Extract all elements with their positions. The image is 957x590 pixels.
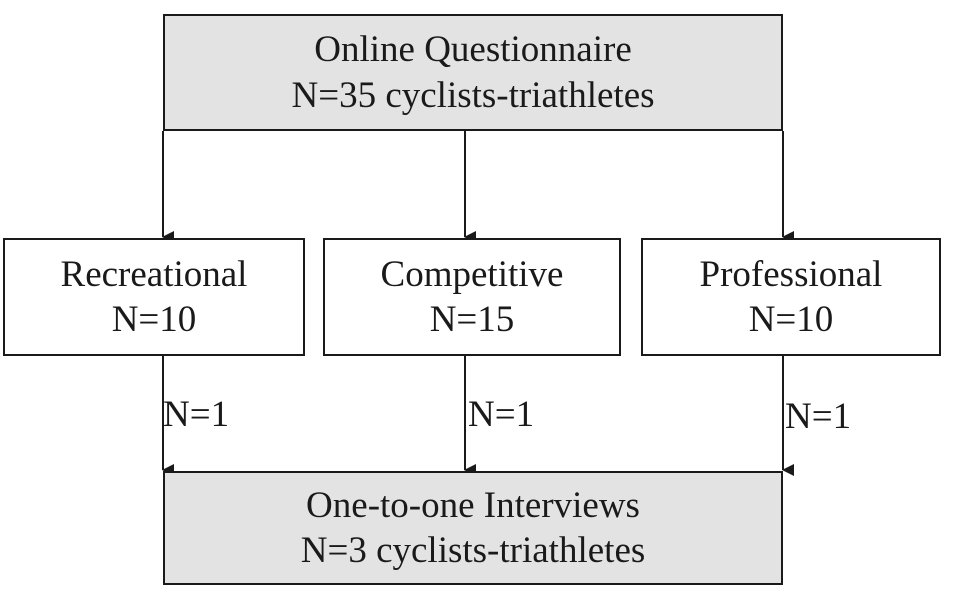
recreational-title: Recreational xyxy=(60,253,248,295)
interviews-box: One-to-one Interviews N=3 cyclists-triat… xyxy=(163,471,783,585)
edge-label-recreational: N=1 xyxy=(163,394,230,435)
questionnaire-count: N=35 cyclists-triathletes xyxy=(291,74,655,116)
edge-label-professional: N=1 xyxy=(785,396,852,437)
competitive-box: Competitive N=15 xyxy=(323,238,621,356)
interviews-title: One-to-one Interviews xyxy=(306,484,640,526)
recreational-box: Recreational N=10 xyxy=(3,238,305,356)
questionnaire-box: Online Questionnaire N=35 cyclists-triat… xyxy=(163,14,783,131)
recreational-count: N=10 xyxy=(111,299,197,340)
competitive-count: N=15 xyxy=(429,299,515,340)
professional-title: Professional xyxy=(699,253,883,295)
professional-count: N=10 xyxy=(748,299,834,340)
interviews-count: N=3 cyclists-triathletes xyxy=(300,530,646,571)
competitive-title: Competitive xyxy=(380,253,564,295)
edge-label-competitive: N=1 xyxy=(468,394,535,435)
questionnaire-title: Online Questionnaire xyxy=(314,29,632,71)
professional-box: Professional N=10 xyxy=(641,238,941,356)
